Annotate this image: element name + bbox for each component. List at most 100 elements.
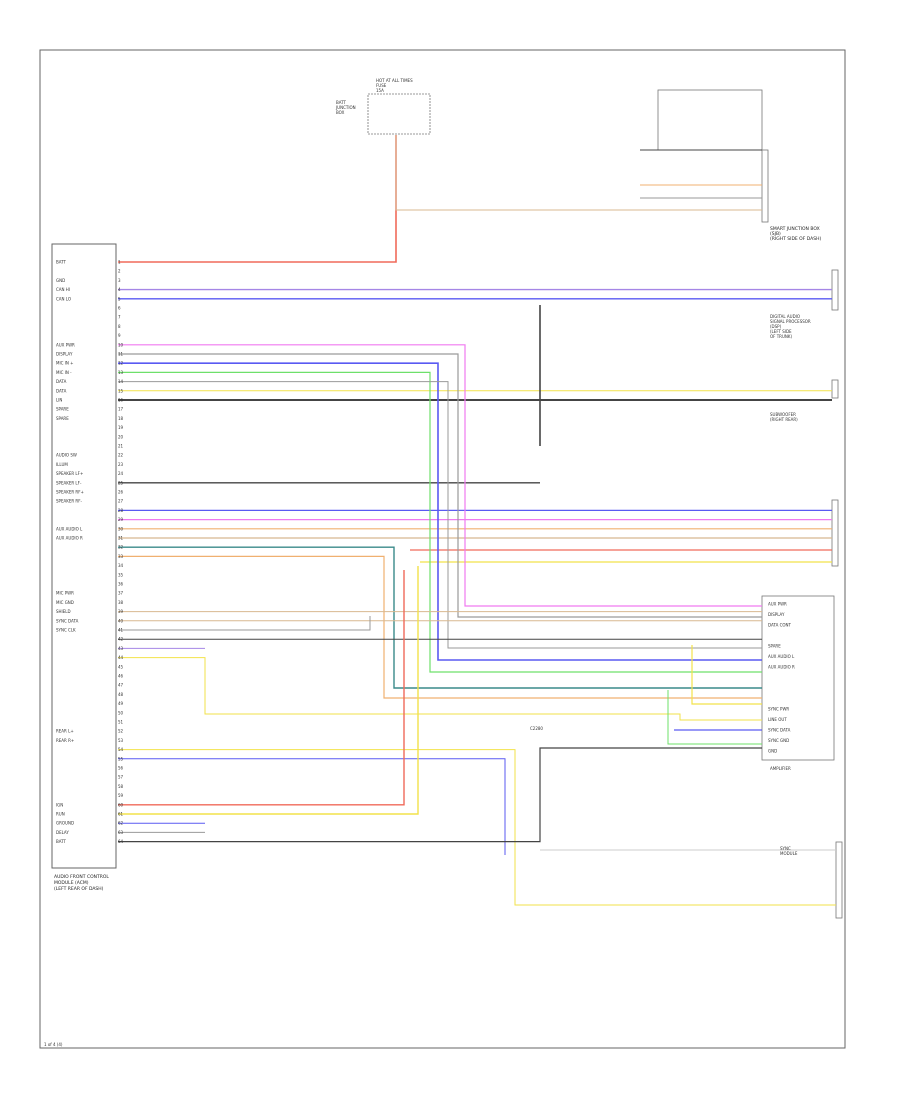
amplifier-label: AMPLIFIER xyxy=(770,766,791,771)
amp-pin-label-0: AUX PWR xyxy=(768,602,787,607)
module-pin-number-23: 24 xyxy=(118,471,124,476)
module-pin-label-4: CAN LO xyxy=(56,296,71,301)
amp-pin-label-2: DATA CONT xyxy=(768,623,792,628)
dsp-label-line-0: DIGITAL AUDIO xyxy=(770,314,800,319)
module-pin-number-43: 44 xyxy=(118,655,124,660)
module-caption-line-1: MODULE (ACM) xyxy=(54,880,89,886)
module-pin-number-61: 62 xyxy=(118,821,124,826)
module-pin-label-15: LIN xyxy=(56,398,62,403)
dsp-connector xyxy=(831,269,839,311)
wire-sync-yellow xyxy=(118,657,762,721)
module-pin-number-62: 63 xyxy=(118,830,124,835)
module-pin-number-1: 2 xyxy=(118,269,121,274)
module-pin-number-28: 29 xyxy=(118,517,124,522)
fuse-box-line-0: BATT xyxy=(336,100,347,105)
amp-pin-label-6: AUX AUDIO R xyxy=(768,665,795,670)
module-pin-label-63: BATT xyxy=(56,839,67,844)
module-pin-number-14: 15 xyxy=(118,388,124,393)
module-pin-number-54: 55 xyxy=(118,756,124,761)
module-pin-number-59: 60 xyxy=(118,802,124,807)
wires xyxy=(118,135,836,906)
module-pin-number-41: 42 xyxy=(118,637,124,642)
amp-pin-label-10: SYNC PWR xyxy=(768,707,789,712)
audio-control-module xyxy=(51,243,117,869)
module-pin-number-7: 8 xyxy=(118,324,121,329)
module-pin-number-53: 54 xyxy=(118,747,124,752)
amp-pin-label-1: DISPLAY xyxy=(768,612,785,617)
wire-fuse-tan xyxy=(395,135,762,211)
wire-mic-blue xyxy=(118,362,762,661)
smart-junction-box xyxy=(657,89,763,151)
dsp-label-line-1: SIGNAL PROCESSOR xyxy=(770,319,811,324)
smart-junction-connector xyxy=(761,149,769,223)
wire-display-gray xyxy=(118,353,762,618)
module-pin-number-31: 32 xyxy=(118,545,124,550)
module-pin-number-35: 36 xyxy=(118,582,124,587)
module-pin-label-0: BATT xyxy=(56,260,67,265)
module-pin-number-0: 1 xyxy=(118,260,121,265)
module-pin-number-10: 11 xyxy=(118,352,124,357)
module-pin-number-60: 61 xyxy=(118,812,124,817)
module-pin-number-36: 37 xyxy=(118,591,124,596)
module-pin-number-11: 12 xyxy=(118,361,124,366)
module-pin-label-3: CAN HI xyxy=(56,287,70,292)
module-pin-number-40: 41 xyxy=(118,628,124,633)
page-reference: 1 of 4 (4) xyxy=(44,1042,63,1047)
subwoofer-label-line-1: (RIGHT REAR) xyxy=(770,417,798,422)
module-pin-number-32: 33 xyxy=(118,554,124,559)
module-pin-number-46: 47 xyxy=(118,683,124,688)
dsp-label-line-2: (DSP) xyxy=(770,324,782,329)
module-pin-label-14: DATA xyxy=(56,388,67,393)
module-pin-number-34: 35 xyxy=(118,572,124,577)
wire-rear-yellow xyxy=(118,749,836,906)
module-pin-number-21: 22 xyxy=(118,453,124,458)
module-pin-number-27: 28 xyxy=(118,508,124,513)
module-pin-number-6: 7 xyxy=(118,315,121,320)
amp-pin-label-12: SYNC DATA xyxy=(768,728,791,733)
module-pin-number-8: 9 xyxy=(118,333,121,338)
wire-rear-blue xyxy=(118,758,506,855)
fuse-box-line-1: JUNCTION xyxy=(335,105,356,110)
sjb-label-line-1: (SJB) xyxy=(770,231,781,237)
fuse-box-line-2: BOX xyxy=(336,110,345,115)
diagram-frame xyxy=(39,49,846,1049)
module-pin-label-38: SHIELD xyxy=(56,609,71,614)
module-pin-number-37: 38 xyxy=(118,600,124,605)
module-pin-label-21: AUDIO SW xyxy=(56,453,77,458)
module-pin-number-57: 58 xyxy=(118,784,124,789)
module-pin-number-39: 40 xyxy=(118,618,124,623)
module-pin-number-38: 39 xyxy=(118,609,124,614)
amplifier-box xyxy=(761,595,835,761)
module-pin-label-12: MIC IN - xyxy=(56,370,72,375)
fuse-junction-box xyxy=(367,93,431,135)
module-caption-line-2: (LEFT REAR OF DASH) xyxy=(54,886,104,892)
module-pin-label-36: MIC PWR xyxy=(56,591,74,596)
module-pin-number-16: 17 xyxy=(118,407,124,412)
module-pin-number-3: 4 xyxy=(118,287,121,292)
module-pin-label-10: DISPLAY xyxy=(56,352,73,357)
hot-label-line-0: HOT AT ALL TIMES xyxy=(376,78,413,83)
module-pin-label-9: AUX PWR xyxy=(56,342,75,347)
module-caption-line-0: AUDIO FRONT CONTROL xyxy=(54,874,109,880)
module-pin-number-49: 50 xyxy=(118,710,124,715)
module-pin-label-51: REAR L+ xyxy=(56,729,74,734)
module-pin-number-9: 10 xyxy=(118,342,124,347)
amp-pin-label-5: AUX AUDIO L xyxy=(768,654,795,659)
wire-aux-teal xyxy=(118,546,762,689)
module-pin-label-22: ILLUM xyxy=(56,462,68,467)
module-pin-label-40: SYNC CLK xyxy=(56,628,76,633)
wire-run-yellow xyxy=(118,566,419,815)
speaker-connector xyxy=(831,499,839,567)
module-pin-number-52: 53 xyxy=(118,738,124,743)
module-pin-number-19: 20 xyxy=(118,434,124,439)
wire-aux-orange xyxy=(118,555,762,699)
module-pin-number-47: 48 xyxy=(118,692,124,697)
module-pin-label-17: SPARE xyxy=(56,416,69,421)
module-pin-number-26: 27 xyxy=(118,499,124,504)
module-pin-label-60: RUN xyxy=(56,812,65,817)
dsp-label-line-4: OF TRUNK) xyxy=(770,334,792,339)
